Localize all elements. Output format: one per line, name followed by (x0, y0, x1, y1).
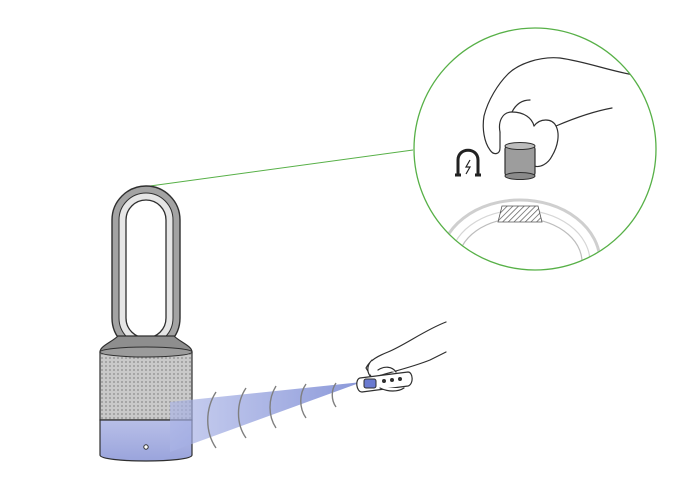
magnify-callout (413, 27, 657, 271)
callout-border (413, 27, 657, 271)
callout-remote (504, 142, 536, 180)
callout-hand (482, 57, 656, 168)
air-purifier-device (99, 185, 193, 462)
remote-dock-spot (497, 205, 543, 223)
remote-control (356, 321, 447, 393)
device-base (99, 419, 193, 462)
signal-wave-icon (207, 382, 337, 449)
device-loop-aperture (125, 199, 167, 339)
magnet-icon (455, 148, 481, 177)
callout-leader-line (149, 149, 414, 187)
remote-signal-beam (170, 382, 362, 452)
device-sensor-dot (143, 444, 149, 450)
